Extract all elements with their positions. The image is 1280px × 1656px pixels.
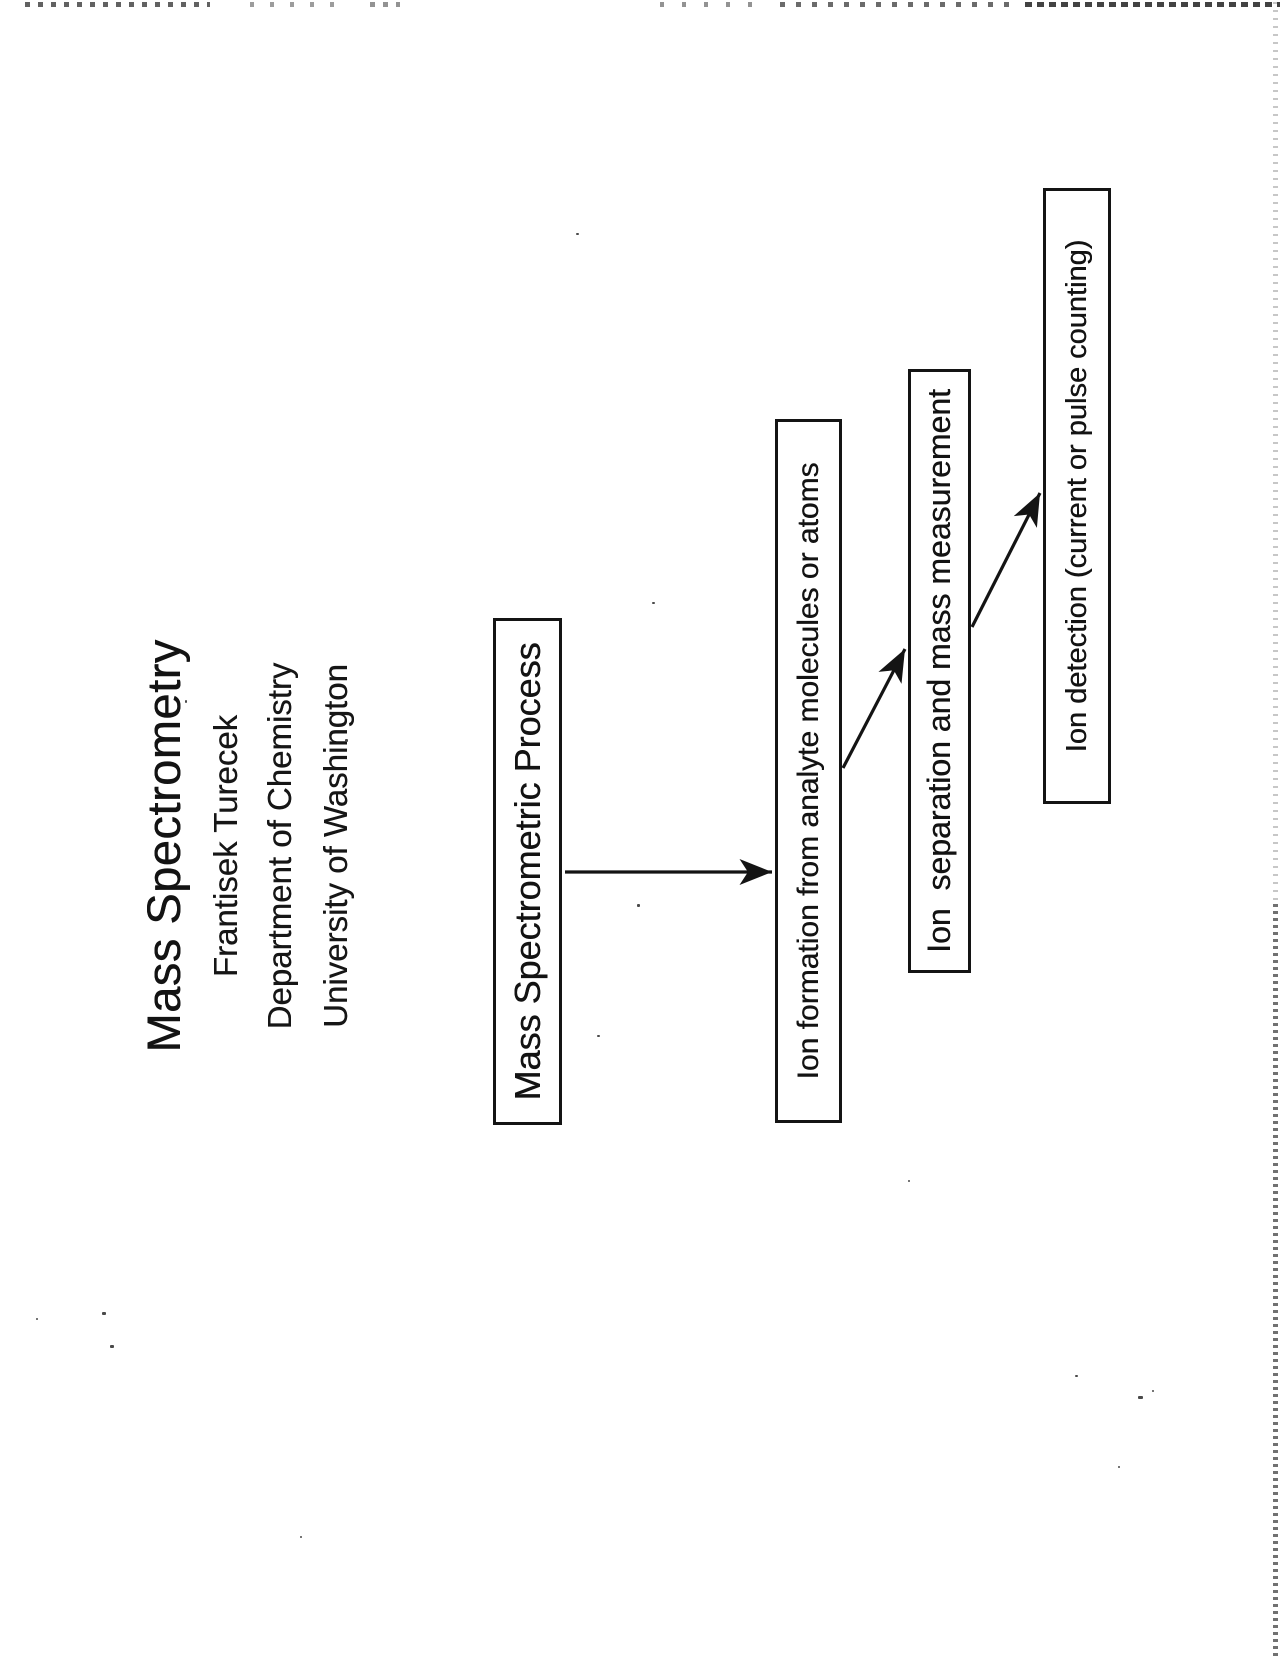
arrow-separation-to-detection: [970, 492, 1042, 628]
arrow-formation-to-separation: [841, 648, 907, 769]
